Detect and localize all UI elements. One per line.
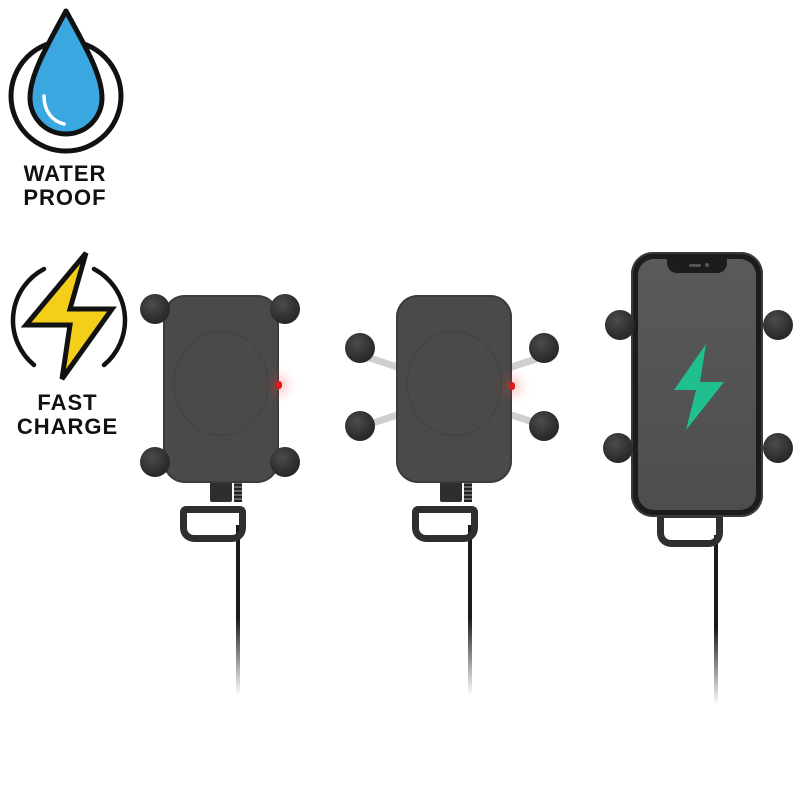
charger-closed bbox=[130, 280, 330, 720]
grip-ball-top-left bbox=[140, 294, 170, 324]
spring bbox=[234, 480, 242, 502]
grip-ball-bottom-left bbox=[140, 447, 170, 477]
spring bbox=[464, 480, 472, 502]
grip-ball-top-left bbox=[345, 333, 375, 363]
phone bbox=[631, 252, 763, 517]
water-drop-icon bbox=[8, 8, 124, 154]
mount-stem bbox=[440, 480, 462, 502]
grip-ball-bottom-right bbox=[270, 447, 300, 477]
grip-ball-bottom-left bbox=[345, 411, 375, 441]
status-led bbox=[509, 382, 515, 390]
fast-charge-badge: FAST CHARGE bbox=[0, 245, 135, 450]
grip-ball-top-right bbox=[763, 310, 793, 340]
handlebar-clamp bbox=[412, 506, 478, 542]
phone-notch bbox=[667, 259, 727, 273]
fast-charge-label-line2: CHARGE bbox=[16, 414, 119, 440]
earpiece bbox=[689, 264, 701, 267]
grip-ball-bottom-left bbox=[603, 433, 633, 463]
charger-with-phone bbox=[595, 245, 800, 720]
grip-ball-bottom-right bbox=[529, 411, 559, 441]
grip-ball-top-left bbox=[605, 310, 635, 340]
waterproof-badge: WATER PROOF bbox=[0, 0, 130, 220]
fast-charge-label: FAST CHARGE bbox=[0, 390, 135, 440]
charger-open bbox=[340, 280, 570, 720]
waterproof-label: WATER PROOF bbox=[0, 161, 130, 211]
fast-charge-label-line1: FAST bbox=[37, 390, 98, 415]
grip-ball-top-right bbox=[270, 294, 300, 324]
front-camera bbox=[705, 263, 709, 267]
charging-coil-outline bbox=[406, 331, 502, 437]
charging-pad bbox=[396, 295, 512, 483]
charging-coil-outline bbox=[173, 331, 269, 437]
grip-ball-bottom-right bbox=[763, 433, 793, 463]
mount-stem bbox=[210, 480, 232, 502]
grip-ball-top-right bbox=[529, 333, 559, 363]
status-led bbox=[276, 381, 282, 389]
lightning-bolt-icon bbox=[10, 251, 128, 381]
cable bbox=[714, 535, 718, 705]
cable bbox=[468, 525, 472, 695]
waterproof-label-line2: PROOF bbox=[23, 185, 107, 211]
charging-pad bbox=[163, 295, 279, 483]
cable bbox=[236, 525, 240, 695]
handlebar-clamp bbox=[180, 506, 246, 542]
waterproof-label-line1: WATER bbox=[23, 161, 107, 186]
lightning-bolt-icon bbox=[674, 344, 724, 430]
